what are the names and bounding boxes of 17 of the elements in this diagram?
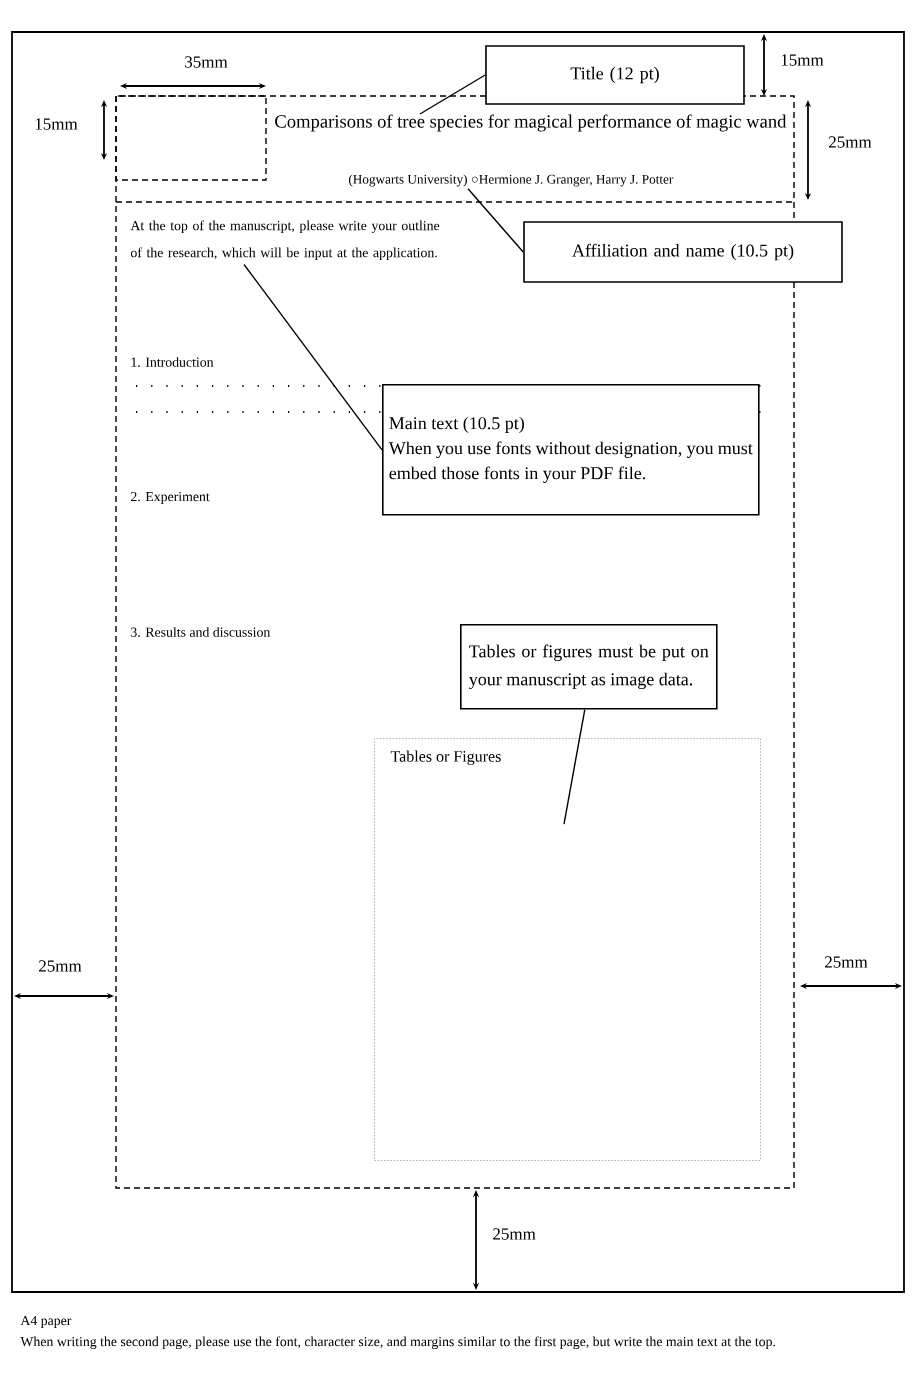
dimension-label: 25mm [493,1228,536,1240]
callout-box: Title (12 pt) [485,45,745,105]
dimension-label: 25mm [825,956,868,968]
dimension-label: 15mm [781,54,824,66]
title-text: Comparisons of tree species for magical performance of magic wand [275,114,787,132]
leader-line [563,708,586,825]
leader-line [467,188,524,253]
dimension-label: 25mm [39,960,82,972]
figure-area-box: Tables or Figures [374,738,761,1161]
callout-box: Affiliation and name (10.5 pt) [523,221,843,283]
leader-line [419,74,486,115]
callout-box: Main text (10.5 pt) When you use fonts without designation, you must embed those fonts in your PDF file. [382,384,760,516]
callout-box: Tables or figures must be put on your manuscript as image data. [460,624,718,710]
dimension-label: 15mm [35,118,78,130]
dimension-label: 25mm [829,136,872,148]
dimension-label: 35mm [185,56,228,68]
leader-line [243,263,383,451]
